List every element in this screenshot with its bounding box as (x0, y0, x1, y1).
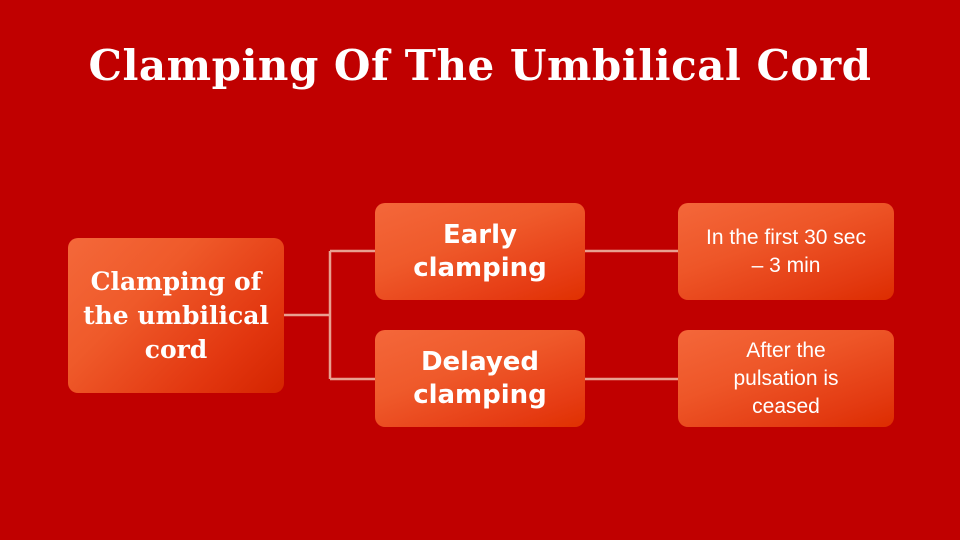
node-delayed-clamping: Delayed clamping (375, 330, 585, 427)
node-early-clamping-label: Early clamping (413, 219, 547, 283)
node-delayed-clamping-label: Delayed clamping (413, 346, 547, 410)
node-early-clamping-detail: In the first 30 sec – 3 min (678, 203, 894, 300)
node-early-clamping: Early clamping (375, 203, 585, 300)
node-root-label: Clamping of the umbilical cord (83, 266, 269, 364)
page-title: Clamping Of The Umbilical Cord (88, 41, 872, 90)
node-delayed-clamping-detail: After the pulsation is ceased (678, 330, 894, 427)
node-early-clamping-detail-label: In the first 30 sec – 3 min (706, 225, 866, 277)
node-root: Clamping of the umbilical cord (68, 238, 284, 393)
node-delayed-clamping-detail-label: After the pulsation is ceased (733, 338, 839, 418)
